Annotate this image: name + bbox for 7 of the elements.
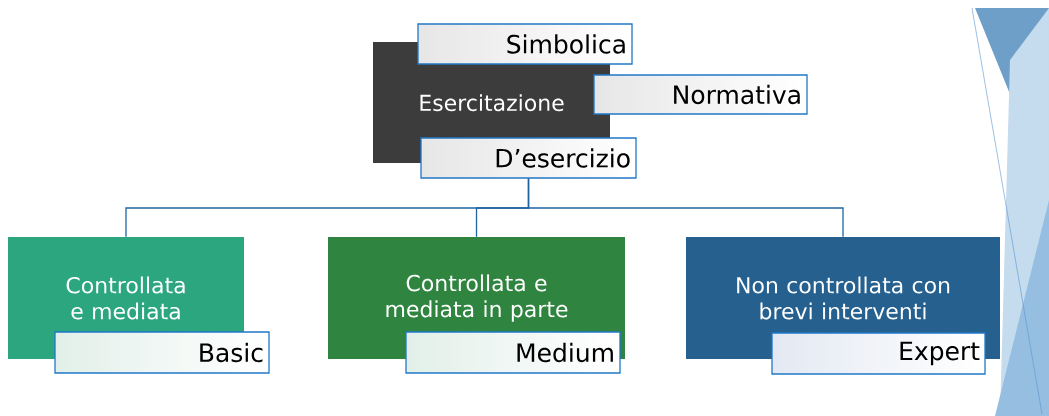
tag-box: Medium: [405, 331, 621, 374]
tag-box: Simbolica: [417, 23, 633, 65]
connector-line: [527, 178, 844, 238]
tag-box: Basic: [54, 331, 270, 374]
tag-box: Expert: [771, 332, 986, 375]
tag-box: D’esercizio: [420, 137, 637, 179]
tag-box: Normativa: [593, 74, 808, 115]
